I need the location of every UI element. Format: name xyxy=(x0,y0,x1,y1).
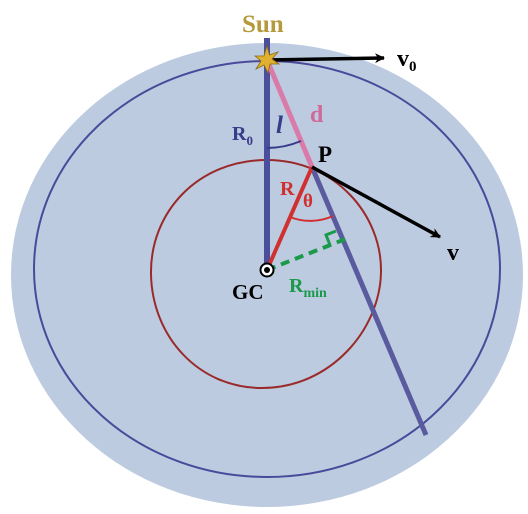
angle-l-arc xyxy=(266,140,302,149)
sun-label: Sun xyxy=(242,11,284,38)
sun-star-icon xyxy=(253,44,281,75)
rmin-label: Rmin xyxy=(289,275,327,301)
line-of-sight xyxy=(309,166,429,436)
radius-r-segment xyxy=(265,166,314,271)
point-velocity-arrow xyxy=(311,165,441,239)
v0-label: v0 xyxy=(397,46,417,75)
inner-orbit-circle xyxy=(149,158,383,390)
radius-r-label: R xyxy=(280,178,295,200)
r0-label: R0 xyxy=(232,123,253,148)
angle-theta-arc xyxy=(289,215,334,222)
velocity-v-label: v xyxy=(447,240,459,266)
point-p-label: P xyxy=(318,142,332,167)
longitude-l-label: l xyxy=(276,112,283,139)
right-angle-marker xyxy=(324,229,337,246)
sun-velocity-arrow xyxy=(266,53,385,64)
gc-label: GC xyxy=(232,280,264,304)
angle-theta-label: θ xyxy=(303,191,313,212)
distance-d-segment xyxy=(264,59,315,168)
distance-d-label: d xyxy=(310,102,324,128)
galactic-center-icon xyxy=(259,262,275,278)
